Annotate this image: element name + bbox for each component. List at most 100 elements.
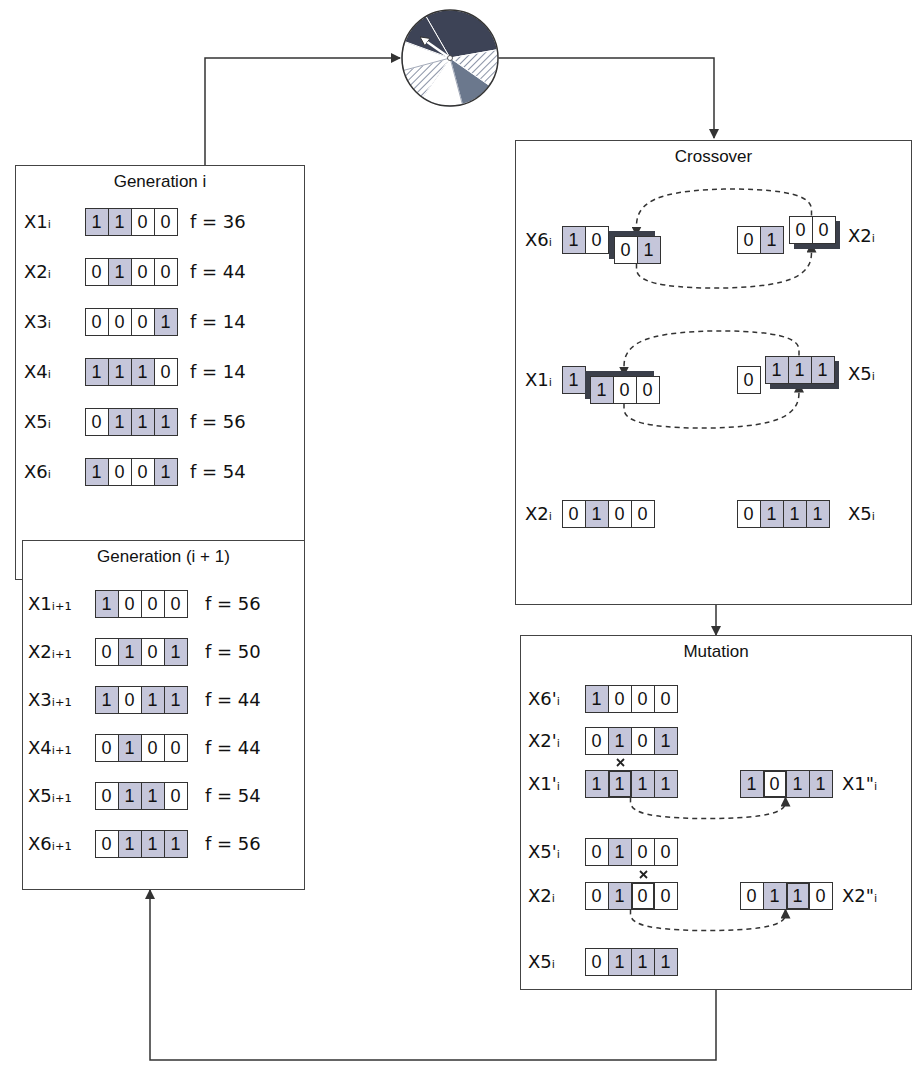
chromosome-bits: 01 [614,236,660,264]
gene-cell: 1 [131,408,155,436]
gene-cell: 0 [85,408,109,436]
gene-cell: 1 [783,500,807,528]
gene-cell: 1 [631,948,655,976]
gene-cell: 0 [118,686,142,714]
gene-cell: 1 [760,500,784,528]
panel-heading: Generation i [16,166,304,192]
gene-cell: 1 [164,830,188,858]
gene-cell: 0 [154,208,178,236]
swap-arrow [637,244,812,289]
chromosome-name: X5ᵢ [24,408,51,436]
gene-cell: 1 [154,408,178,436]
gene-cell: 1 [141,830,165,858]
panel-heading: Generation (i + 1) [23,541,304,567]
gene-cell: 1 [108,358,132,386]
chromosome-bits: 0101 [585,727,677,755]
flow-arrow [715,605,717,635]
gene-cell: 0 [154,258,178,286]
gene-cell: 0 [654,838,678,866]
chromosome-bits: 1001 [85,458,177,486]
chromosome-name: X2ᵢ [525,500,552,528]
gene-cell: 0 [131,308,155,336]
chromosome-bits: 1111 [585,770,677,798]
gene-cell: 1 [85,208,109,236]
chromosome-bits: 1000 [95,590,187,618]
mutation-arrow [631,910,786,931]
gene-cell: 1 [562,366,586,394]
gene-cell: 1 [85,458,109,486]
gene-cell: 1 [118,638,142,666]
chromosome-bits: 1000 [585,685,677,713]
gene-cell: 0 [164,782,188,810]
selection-arrow [498,58,714,138]
gene-cell: 0 [740,882,764,910]
gene-cell: 1 [118,734,142,762]
gene-cell: 1 [760,226,784,254]
gene-cell: 1 [108,408,132,436]
chromosome-bits: 111 [765,356,834,384]
fitness-value: f = 36 [190,208,246,236]
gene-cell: 0 [95,734,119,762]
mutation-arrow [631,798,786,819]
gene-cell: 0 [614,236,638,264]
gene-cell: 1 [811,356,835,384]
gene-cell: 1 [118,830,142,858]
gene-cell: 0 [141,638,165,666]
gene-cell: 0 [737,226,761,254]
chromosome-bits: 10 [562,226,608,254]
gene-cell: 0 [141,734,165,762]
chromosome-bits: 0100 [585,882,677,910]
chromosome-bits: 1011 [95,686,187,714]
chromosome-name: X1'ᵢ [528,770,560,798]
panel-heading: Crossover [516,141,911,167]
flow-arrow [150,890,716,1060]
gene-cell: 0 [562,500,586,528]
chromosome-name: X2ᵢ₊₁ [28,638,72,666]
gene-cell: 0 [763,770,787,798]
gene-cell: 1 [654,770,678,798]
gene-cell: 0 [585,727,609,755]
gene-cell: 0 [108,308,132,336]
gene-cell: 1 [608,770,632,798]
gene-cell: 0 [608,685,632,713]
gene-cell: 0 [131,458,155,486]
chromosome-name: X3ᵢ [24,308,51,336]
chromosome-bits: 0110 [740,882,832,910]
gene-cell: 1 [637,236,661,264]
chromosome-name: X2ᵢ [24,258,51,286]
gene-cell: 1 [608,948,632,976]
gene-cell: 1 [131,358,155,386]
gene-cell: 1 [108,258,132,286]
panel-heading: Mutation [521,636,911,662]
chromosome-name: X6ᵢ [525,226,552,254]
chromosome-name: X6ᵢ₊₁ [28,830,72,858]
gene-cell: 1 [154,308,178,336]
gene-cell: 0 [95,830,119,858]
gene-cell: 0 [95,782,119,810]
chromosome-name: X1ᵢ [525,366,552,394]
gene-cell: 1 [85,358,109,386]
gene-cell: 1 [740,770,764,798]
gene-cell: 1 [765,356,789,384]
gene-cell: 0 [631,838,655,866]
chromosome-name: X4ᵢ [24,358,51,386]
gene-cell: 0 [636,376,660,404]
gene-cell: 1 [585,685,609,713]
fitness-value: f = 44 [205,734,261,762]
gene-cell: 0 [131,208,155,236]
gene-cell: 1 [608,838,632,866]
chromosome-name: X6ᵢ [24,458,51,486]
chromosome-name: X2"ᵢ [842,882,877,910]
chromosome-name: X6'ᵢ [528,685,560,713]
chromosome-bits: 0001 [85,308,177,336]
fitness-value: f = 54 [205,782,261,810]
chromosome-name: X5'ᵢ [528,838,560,866]
gene-cell: 1 [118,782,142,810]
fitness-value: f = 54 [190,458,246,486]
chromosome-bits: 0111 [95,830,187,858]
gene-cell: 0 [154,358,178,386]
gene-cell: 1 [608,882,632,910]
gene-cell: 0 [631,727,655,755]
chromosome-bits: 100 [590,376,659,404]
